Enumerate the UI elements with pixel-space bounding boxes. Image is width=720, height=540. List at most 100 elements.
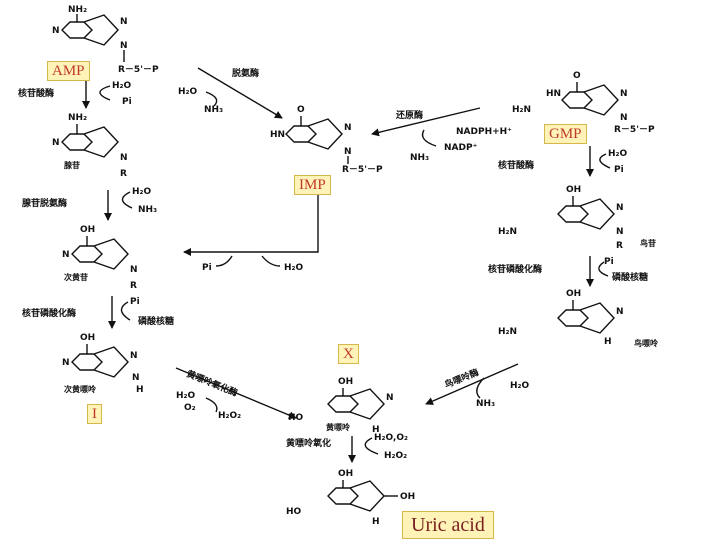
amp-nh2: NH₂ <box>68 5 87 15</box>
guanosine-r: R <box>616 241 623 251</box>
arrow-amp-to-imp <box>197 67 283 119</box>
label-gmp: GMP <box>544 124 587 144</box>
label-i: I <box>87 404 102 424</box>
adenosine-name: 腺苷 <box>63 160 80 170</box>
guanosine-n9: N <box>616 227 624 237</box>
guanine-h: H <box>604 337 612 347</box>
enzyme-xanthine-oxidation: 黄嘌呤氧化 <box>286 437 331 449</box>
enzyme-amp-deaminase: 脱氨酶 <box>232 67 259 79</box>
enzyme-adenosine-deaminase: 腺苷脱氨酶 <box>21 197 67 209</box>
guanosine-structure: OH H₂N N N R 鸟苷 <box>498 185 656 251</box>
reagent-pi-4: Pi <box>614 165 624 175</box>
reagent-nh3-3: NH₃ <box>410 153 429 163</box>
inosine-structure: OH N N R 次黄苷 <box>62 225 138 291</box>
reagent-h2o-2: H₂O <box>178 87 197 97</box>
amp-n9: N <box>120 41 128 51</box>
arrow-imp-to-inosine <box>183 178 319 256</box>
reagent-h2o-3: H₂O <box>132 187 151 197</box>
reagent-o2: O₂ <box>184 403 196 413</box>
enzyme-nucleotidase-2: 核苷酸酶 <box>498 159 534 171</box>
guanosine-h2n: H₂N <box>498 227 517 237</box>
hypoxanthine-structure: OH N N N H 次黄嘌呤 <box>62 333 144 395</box>
reagent-pi-2: Pi <box>202 263 212 273</box>
reagent-h2o-o2-1: H₂O <box>176 391 195 401</box>
guanine-structure: OH H₂N N H 鸟嘌呤 <box>498 289 659 348</box>
guanine-name: 鸟嘌呤 <box>634 338 659 348</box>
imp-o: O <box>297 105 305 115</box>
gmp-structure: O H₂N HN N N R－5'－P <box>512 71 655 135</box>
inosine-oh: OH <box>80 225 95 235</box>
inosine-name: 次黄苷 <box>64 272 88 282</box>
reagent-nadp: NADP⁺ <box>444 143 478 153</box>
xanthine-ho: HO <box>288 413 304 423</box>
arrow-gmp-to-imp <box>371 107 481 137</box>
reagent-nadph: NADPH+H⁺ <box>456 127 512 137</box>
guanine-h2n: H₂N <box>498 327 517 337</box>
imp-r5p: R－5'－P <box>342 165 383 175</box>
uric-oh-top: OH <box>338 469 353 479</box>
gmp-hn: HN <box>546 89 561 99</box>
imp-n7: N <box>344 123 352 133</box>
arrow-guanine-to-xanthine <box>425 363 519 405</box>
reagent-nh3-4: NH₃ <box>476 399 495 409</box>
reagent-pi-5: Pi <box>604 257 614 267</box>
reagent-h2o-6: H₂O <box>510 381 529 391</box>
label-x: X <box>338 344 359 364</box>
inosine-n9: N <box>130 265 138 275</box>
inosine-r: R <box>130 281 137 291</box>
hypoxanthine-name: 次黄嘌呤 <box>64 384 97 394</box>
label-imp: IMP <box>294 175 331 195</box>
label-amp: AMP <box>47 61 90 81</box>
reagent-h2o-1: H₂O <box>112 81 131 91</box>
xanthine-h: H <box>372 425 380 435</box>
gmp-h2n: H₂N <box>512 105 531 115</box>
enzyme-nucleoside-phosphorylase-2: 核苷磷酸化酶 <box>488 263 542 275</box>
enzyme-ribose-phosphate-2: 磷酸核糖 <box>612 271 648 283</box>
hypoxanthine-n7: N <box>130 351 138 361</box>
imp-n9: N <box>344 147 352 157</box>
imp-hn: HN <box>270 130 285 140</box>
enzyme-reductase: 还原酶 <box>395 109 423 121</box>
imp-structure: O HN N N R－5'－P <box>270 105 383 175</box>
adenosine-n: N <box>52 138 60 148</box>
enzyme-guanine-deaminase: 鸟嘌呤酶 <box>443 366 481 391</box>
xanthine-n7: N <box>386 393 394 403</box>
amp-structure: NH₂ N N N R－5'－P <box>52 5 159 75</box>
enzyme-nucleotidase-1: 核苷酸酶 <box>18 87 54 99</box>
reagent-pi-1: Pi <box>122 97 132 107</box>
xanthine-structure: OH HO N H 黄嘌呤 <box>288 377 394 435</box>
gmp-r5p: R－5'－P <box>614 125 655 135</box>
gmp-n7: N <box>620 89 628 99</box>
enzyme-nucleoside-phosphorylase-1: 核苷磷酸化酶 <box>22 307 76 319</box>
reagent-h2o-4: H₂O <box>284 263 303 273</box>
xanthine-oh: OH <box>338 377 353 387</box>
uric-acid-structure: OH HO OH H <box>286 469 415 527</box>
hypoxanthine-n9: N <box>132 373 140 383</box>
reagent-h2o-5: H₂O <box>608 149 627 159</box>
hypoxanthine-h: H <box>136 385 144 395</box>
amp-n1: N <box>52 26 60 36</box>
gmp-o: O <box>573 71 581 81</box>
reagent-pi-3: Pi <box>130 297 140 307</box>
label-uric-acid: Uric acid <box>402 511 494 539</box>
uric-ho: HO <box>286 507 302 517</box>
uric-h: H <box>372 517 380 527</box>
amp-n7: N <box>120 17 128 27</box>
enzyme-ribose-phosphate-1: 磷酸核糖 <box>138 315 174 327</box>
inosine-n: N <box>62 250 70 260</box>
uric-oh-right: OH <box>400 492 415 502</box>
xanthine-name: 黄嘌呤 <box>326 422 351 432</box>
guanosine-name: 鸟苷 <box>640 238 656 248</box>
hypoxanthine-oh: OH <box>80 333 95 343</box>
reagent-nh3-1: NH₃ <box>204 105 223 115</box>
reagent-h2o2-2: H₂O₂ <box>384 451 407 461</box>
amp-r5p: R－5'－P <box>118 65 159 75</box>
adenosine-structure: NH₂ N N R 腺苷 <box>52 113 128 179</box>
reagent-h2o-o2-2: H₂O,O₂ <box>374 433 408 443</box>
guanine-n7: N <box>616 307 624 317</box>
guanine-oh: OH <box>566 289 581 299</box>
hypoxanthine-n: N <box>62 358 70 368</box>
adenosine-n9: N <box>120 153 128 163</box>
